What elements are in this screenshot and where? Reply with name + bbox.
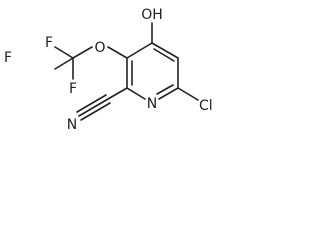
atom-label-cl: Cl — [199, 98, 213, 114]
bond-c6-n1-double — [156, 84, 174, 95]
atom-label-f-left: F — [4, 50, 12, 66]
bond-c6-n1 — [158, 87, 179, 100]
bond-n1-c2 — [126, 87, 146, 100]
bond-c2-cn — [107, 87, 128, 100]
bond-c3-o — [107, 46, 128, 59]
bond-cn-triple-c — [80, 102, 111, 121]
chemical-structure-diagram: OH O N Cl F F F N — [4, 7, 213, 133]
atom-label-f-bottom: F — [69, 81, 77, 97]
bond-cn-triple-a — [78, 98, 109, 117]
bond-c3-c4 — [126, 42, 153, 59]
atom-label-f-top: F — [45, 35, 53, 51]
atom-label-n-nitrile: N — [67, 117, 77, 133]
bond-c6-cl — [177, 87, 199, 101]
bond-c4-c5-double — [153, 48, 175, 62]
bond-cf3-f-top — [54, 46, 74, 59]
bond-o-cf3 — [72, 46, 93, 59]
atom-label-n-ring: N — [147, 96, 157, 112]
bond-c4-c5 — [151, 42, 179, 59]
bond-cn-triple-b — [76, 94, 107, 113]
bond-cf3-f-left — [54, 57, 74, 70]
atom-label-oh: OH — [141, 7, 163, 23]
atom-label-o: O — [94, 40, 105, 56]
